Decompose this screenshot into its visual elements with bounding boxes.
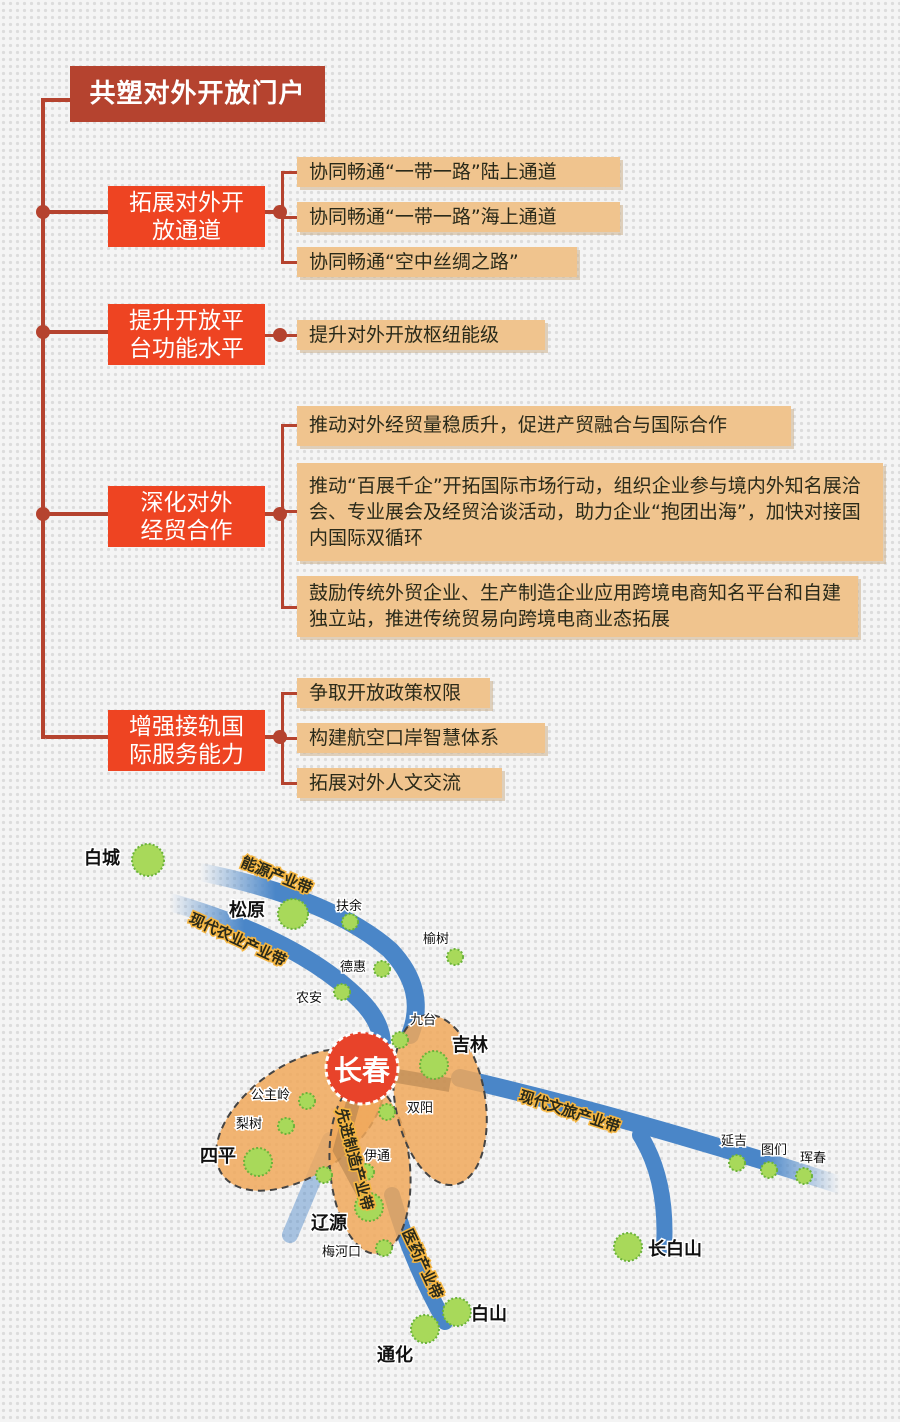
node-dot — [36, 205, 50, 219]
city-marker — [760, 1161, 778, 1179]
city-marker — [373, 960, 391, 978]
city-label: 四平 — [200, 1146, 236, 1167]
connector — [281, 737, 297, 740]
city-label: 辽源 — [311, 1212, 347, 1234]
belt-agriculture — [161, 893, 391, 1054]
city-label: 梨树 — [236, 1117, 262, 1132]
city-label: 长白山 — [648, 1238, 702, 1260]
connector — [281, 216, 297, 219]
item-box: 推动对外经贸量稳质升，促进产贸融合与国际合作 — [297, 406, 791, 446]
core-city: 长春 — [324, 1030, 400, 1106]
city-label: 松原 — [229, 899, 265, 921]
connector — [281, 606, 297, 609]
city-marker — [243, 1147, 273, 1177]
city-marker — [375, 1239, 393, 1257]
city-label: 白城 — [84, 847, 120, 869]
node-dot — [36, 325, 50, 339]
city-marker — [442, 1297, 472, 1327]
city-marker — [315, 1166, 333, 1184]
category-box: 提升开放平台功能水平 — [108, 304, 265, 365]
connector — [43, 735, 109, 739]
connector — [281, 510, 297, 513]
city-label: 图们 — [761, 1143, 787, 1158]
category-box: 拓展对外开放通道 — [108, 186, 265, 247]
item-box: 协同畅通“一带一路”海上通道 — [297, 202, 620, 232]
city-marker — [410, 1314, 440, 1344]
city-label: 梅河口 — [322, 1245, 361, 1260]
branch-line — [281, 425, 284, 608]
connector — [43, 210, 109, 214]
city-marker — [613, 1232, 643, 1262]
city-label: 榆树 — [423, 932, 449, 947]
connector — [281, 424, 297, 427]
trunk-top-connector — [41, 98, 71, 102]
category-box: 增强接轨国际服务能力 — [108, 710, 265, 771]
city-label: 珲春 — [800, 1151, 826, 1166]
zone-lobe-east — [392, 1013, 488, 1187]
city-label: 延吉 — [721, 1134, 747, 1149]
node-dot — [36, 507, 50, 521]
item-box: 构建航空口岸智慧体系 — [297, 723, 545, 753]
belt-energy — [191, 863, 425, 1044]
city-marker — [446, 948, 464, 966]
city-marker — [357, 1163, 375, 1181]
city-marker — [277, 1117, 295, 1135]
city-marker — [795, 1167, 813, 1185]
connector — [281, 692, 297, 695]
category-box: 深化对外经贸合作 — [108, 486, 265, 547]
item-box: 协同畅通“一带一路”陆上通道 — [297, 157, 620, 187]
city-marker — [419, 1050, 449, 1080]
main-title: 共塑对外开放门户 — [70, 66, 325, 122]
city-marker — [341, 913, 359, 931]
city-label: 白山 — [471, 1303, 507, 1325]
city-label: 双阳 — [407, 1101, 433, 1116]
city-marker — [391, 1031, 409, 1049]
city-label: 农安 — [296, 991, 322, 1006]
city-marker — [354, 1192, 384, 1222]
city-marker — [277, 898, 309, 930]
node-dot — [273, 328, 287, 342]
item-box: 推动“百展千企”开拓国际市场行动，组织企业参与境内外知名展洽会、专业展会及经贸洽… — [297, 463, 883, 561]
item-box: 争取开放政策权限 — [297, 678, 490, 708]
city-label: 通化 — [377, 1344, 413, 1366]
item-box: 鼓励传统外贸企业、生产制造企业应用跨境电商知名平台和自建独立站，推进传统贸易向跨… — [297, 576, 858, 637]
city-label: 德惠 — [340, 960, 366, 975]
connector — [43, 330, 109, 334]
city-label: 九台 — [410, 1013, 436, 1028]
city-marker — [131, 843, 165, 877]
item-box: 拓展对外人文交流 — [297, 768, 502, 798]
belt-tourism-branch — [632, 1127, 673, 1256]
city-marker — [298, 1092, 316, 1110]
city-label: 公主岭 — [251, 1088, 290, 1103]
core-city-label: 长春 — [334, 1054, 390, 1087]
connector — [281, 171, 297, 174]
item-box: 协同畅通“空中丝绸之路” — [297, 247, 577, 277]
city-marker — [728, 1154, 746, 1172]
city-label: 扶余 — [336, 898, 362, 914]
item-box: 提升对外开放枢纽能级 — [297, 320, 545, 350]
connector — [43, 512, 109, 516]
city-marker — [378, 1103, 396, 1121]
trunk-line — [41, 100, 45, 739]
city-label: 伊通 — [364, 1149, 390, 1164]
city-label: 吉林 — [452, 1034, 488, 1056]
city-marker — [333, 983, 351, 1001]
belt-tourism — [451, 1069, 849, 1194]
connector — [281, 782, 297, 785]
connector — [281, 261, 297, 264]
